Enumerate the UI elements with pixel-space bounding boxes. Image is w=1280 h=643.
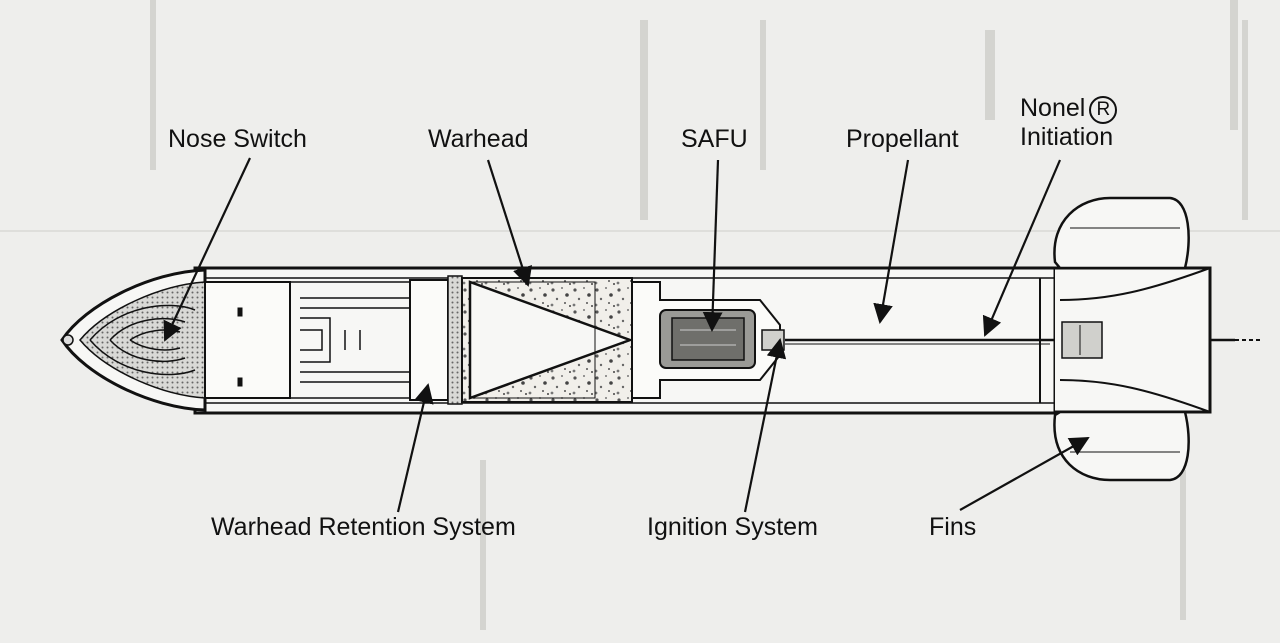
label-warhead: Warhead [428,125,529,153]
registered-mark: R [1089,96,1118,124]
warhead [461,277,634,403]
fin-bottom [1053,410,1190,482]
retention-system [409,275,463,405]
arrow-safu [702,159,723,332]
label-warhead-retention-system: Warhead Retention System [211,513,516,541]
safu-unit [631,281,785,399]
nozzle [1055,266,1212,414]
label-ignition-system: Ignition System [647,513,818,541]
leader-lines [163,157,1090,513]
arrow-ignition-system [743,338,787,513]
background-bleed [0,0,1280,630]
arrow-nonel-initiation [982,159,1062,337]
arrow-warhead [486,159,532,287]
label-nonel: Nonel [1020,94,1086,122]
fins [1053,196,1190,482]
label-nose-switch: Nose Switch [168,125,307,153]
arrow-nose-switch [163,157,251,342]
label-safu: SAFU [681,125,748,153]
nose-cone [60,268,207,412]
arrow-propellant [873,159,910,324]
label-propellant: Propellant [846,125,959,153]
label-initiation: Initiation [1020,123,1114,151]
label-fins: Fins [929,513,977,541]
arrow-retention-system [396,383,434,513]
arrow-fins [959,437,1090,511]
fin-top [1053,196,1190,270]
